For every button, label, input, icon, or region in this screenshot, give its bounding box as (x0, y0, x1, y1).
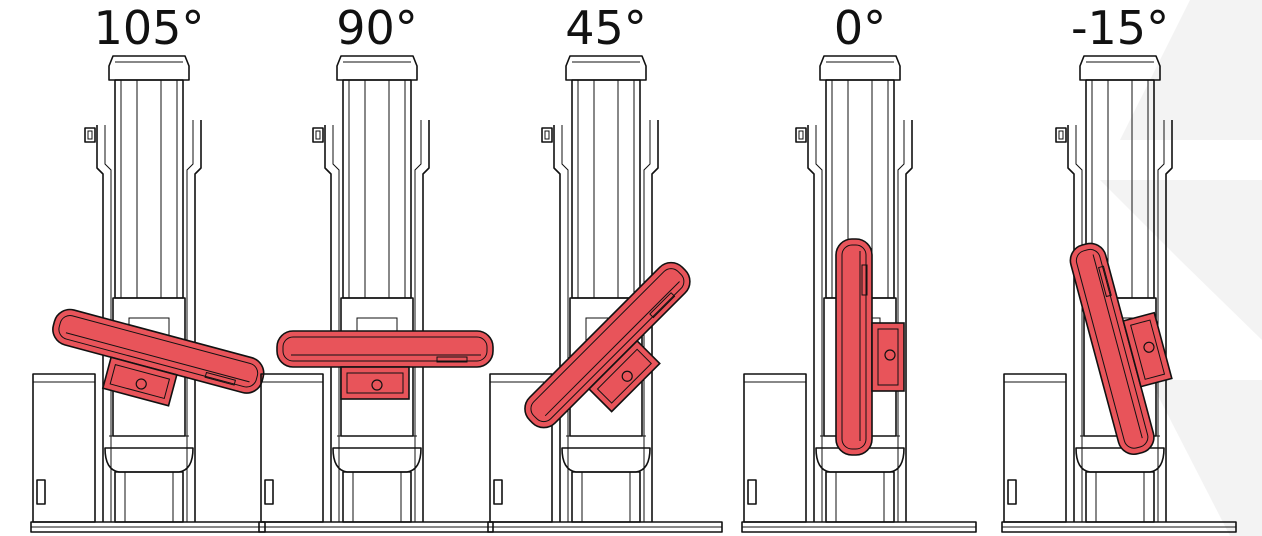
panel-mount (871, 322, 905, 392)
pedestal (114, 471, 184, 523)
right-rail (194, 120, 202, 522)
side-cabinet (743, 373, 807, 523)
pedestal (342, 471, 412, 523)
left-rail (553, 125, 561, 522)
foot-cradle (332, 447, 422, 473)
column-cap (819, 55, 901, 81)
machine-frame (487, 55, 723, 533)
tilting-panel (52, 308, 265, 407)
right-rail (1165, 120, 1173, 522)
panel-mount (340, 366, 410, 400)
panels-root: 105° 90° 45° 0° -15° (30, 1, 1237, 533)
tilting-panel (276, 330, 494, 400)
bracket (541, 127, 553, 143)
mount-knob (884, 349, 896, 361)
panel-mount (587, 339, 661, 413)
tilting-panel (835, 238, 905, 456)
tilt-panel-3: 0° (741, 1, 977, 533)
column-cap (1079, 55, 1161, 81)
panel-mount (101, 356, 178, 407)
column-cap (336, 55, 418, 81)
pedestal (825, 471, 895, 523)
mount-knob (371, 379, 383, 391)
right-rail (422, 120, 430, 522)
angle-label: -15° (1071, 1, 1169, 55)
left-rail (807, 125, 815, 522)
column (114, 79, 184, 299)
column-cap (565, 55, 647, 81)
machine-frame (258, 55, 494, 533)
mount-knob (135, 378, 147, 390)
bracket (795, 127, 807, 143)
tilting-panel (1069, 242, 1173, 456)
left-rail (1067, 125, 1075, 522)
right-rail (905, 120, 913, 522)
background-decoration (1100, 0, 1262, 536)
mount-knob (1143, 341, 1155, 353)
column (571, 79, 641, 299)
side-cabinet (32, 373, 96, 523)
angle-label: 45° (565, 1, 647, 55)
bracket (1055, 127, 1067, 143)
right-rail (651, 120, 659, 522)
tilting-panel (524, 261, 691, 429)
panel-mount (1122, 311, 1173, 388)
pedestal (571, 471, 641, 523)
angle-label: 105° (94, 1, 205, 55)
side-cabinet (1003, 373, 1067, 523)
angle-label: 90° (336, 1, 418, 55)
foot-cradle (104, 447, 194, 473)
left-rail (324, 125, 332, 522)
column (342, 79, 412, 299)
side-cabinet (489, 373, 553, 523)
mount-knob (621, 370, 633, 382)
foot-cradle (561, 447, 651, 473)
tilt-panel-2: 45° (487, 1, 723, 533)
column-cap (108, 55, 190, 81)
tilt-panel-0: 105° (30, 1, 266, 533)
side-cabinet (260, 373, 324, 523)
foot-cradle (1075, 447, 1165, 473)
angle-label: 0° (834, 1, 886, 55)
tilt-panel-4: -15° (1001, 1, 1237, 533)
bracket (312, 127, 324, 143)
pedestal (1085, 471, 1155, 523)
bracket (84, 127, 96, 143)
tilt-panel-1: 90° (258, 1, 494, 533)
machine-frame (30, 55, 266, 533)
